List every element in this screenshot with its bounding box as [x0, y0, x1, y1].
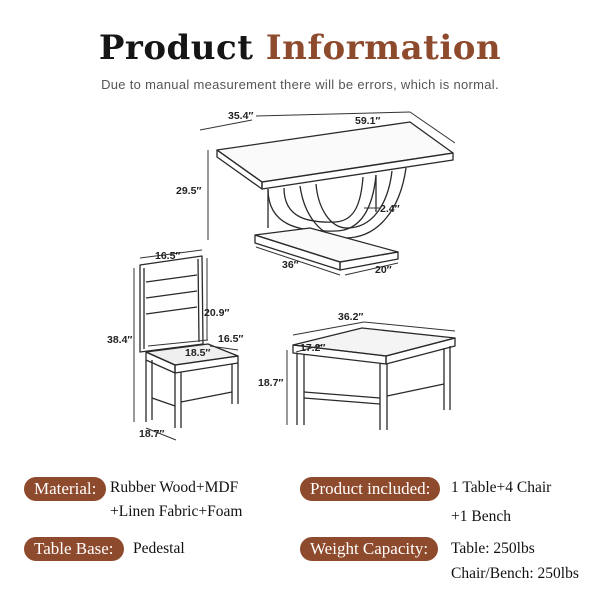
dim-chair-width: 16.5″: [155, 250, 180, 262]
dim-bench-depth: 17.2″: [300, 342, 325, 354]
page-title: Product Information: [0, 28, 600, 68]
material-line2: +Linen Fabric+Foam: [110, 503, 243, 520]
weight-label: Weight Capacity:: [300, 537, 439, 561]
dim-table-length: 59.1″: [355, 115, 380, 127]
dim-chair-back: 20.9″: [204, 307, 229, 319]
material-label: Material:: [24, 477, 107, 501]
included-line2: +1 Bench: [451, 508, 511, 525]
title-information: Information: [265, 28, 502, 68]
page-subtitle: Due to manual measurement there will be …: [101, 77, 499, 92]
dim-chair-seat-height: 18.7″: [139, 428, 164, 440]
dim-table-leg: 2.4″: [380, 203, 400, 215]
weight-line2: Chair/Bench: 250lbs: [451, 565, 579, 582]
included-line1: 1 Table+4 Chair: [451, 479, 552, 496]
table-illustration: [216, 121, 454, 271]
dim-table-height: 29.5″: [176, 185, 201, 197]
dim-bench-length: 36.2″: [338, 311, 363, 323]
dimension-lines: [133, 111, 456, 441]
table-base-value: Pedestal: [133, 540, 185, 557]
dim-chair-height: 38.4″: [107, 334, 132, 346]
dim-seat-depth: 16.5″: [218, 333, 243, 345]
weight-line1: Table: 250lbs: [451, 540, 535, 557]
dim-base-length: 36″: [282, 259, 299, 271]
table-base-label: Table Base:: [24, 537, 124, 561]
dimension-labels: 35.4″ 59.1″ 29.5″ 2.4″ 36″ 20″ 16.5″ 20.…: [107, 110, 400, 440]
included-label: Product included:: [300, 477, 441, 501]
dim-table-width: 35.4″: [228, 110, 253, 122]
material-line1: Rubber Wood+MDF: [110, 479, 239, 496]
chair-illustration: [139, 255, 239, 428]
dim-base-width: 20″: [375, 264, 392, 276]
dim-bench-height: 18.7″: [258, 377, 283, 389]
dim-seat-width: 18.5″: [185, 347, 210, 359]
title-product: Product: [98, 28, 254, 68]
bench-illustration: [292, 327, 456, 430]
